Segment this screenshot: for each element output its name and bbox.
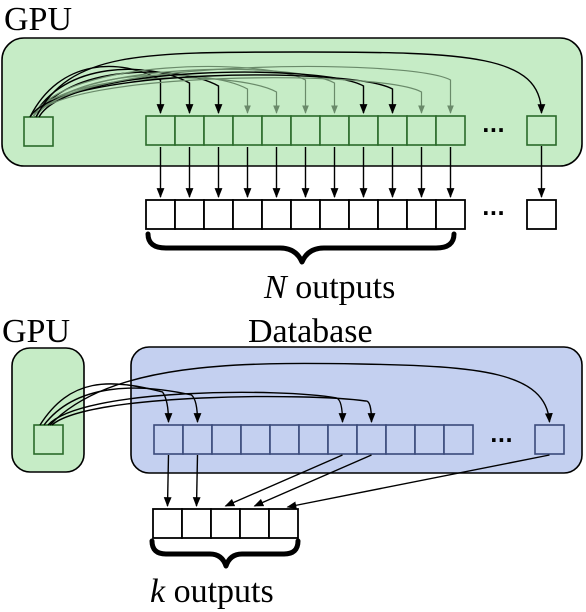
bottom-lookup-arrows <box>39 362 553 426</box>
bottom-database-cell <box>298 424 329 455</box>
top-output-cell <box>232 199 263 230</box>
bottom-outputs-var: k <box>150 573 166 610</box>
bottom-lookup-arrow <box>47 391 347 426</box>
top-scatter-arrow <box>35 68 338 118</box>
top-output-cell <box>435 199 466 230</box>
top-source-cell <box>23 116 54 147</box>
top-gpu-last-cell <box>526 115 557 146</box>
top-scatter-arrow <box>29 77 280 118</box>
top-scatter-arrow <box>35 51 546 118</box>
bottom-output-cell <box>210 508 241 539</box>
top-output-cell <box>377 199 408 230</box>
bottom-database-cell <box>269 424 300 455</box>
top-scatter-arrow <box>32 68 194 118</box>
top-scatter-arrow <box>32 77 425 118</box>
top-output-cell <box>261 199 292 230</box>
top-gpu-ellipsis: ··· <box>482 118 505 142</box>
bottom-database-cell <box>356 424 387 455</box>
top-gpu-cell <box>377 115 408 146</box>
bottom-gather-arrow <box>286 454 550 510</box>
top-outputs-label: N outputs <box>263 269 395 306</box>
bottom-database-cell-row <box>153 424 474 455</box>
bottom-gpu-region <box>11 347 85 473</box>
top-output-cell <box>348 199 379 230</box>
bottom-outputs-word: outputs <box>165 573 274 610</box>
top-output-cell-row <box>145 199 466 230</box>
bottom-output-cell <box>268 508 299 539</box>
top-output-cell <box>290 199 321 230</box>
top-gpu-cell <box>232 115 263 146</box>
top-output-cell <box>145 199 176 230</box>
top-gpu-cell <box>290 115 321 146</box>
bottom-database-cell <box>443 424 474 455</box>
bottom-database-cell <box>153 424 184 455</box>
top-gpu-label: GPU <box>4 1 72 38</box>
bottom-lookup-arrow <box>49 362 553 426</box>
bottom-output-cell <box>181 508 212 539</box>
top-gpu-cell <box>435 115 466 146</box>
top-output-ellipsis: ··· <box>482 201 505 225</box>
top-gpu-cell <box>348 115 379 146</box>
bottom-output-cell-row <box>152 508 299 539</box>
top-gpu-cell-row <box>145 115 466 146</box>
bottom-database-cell <box>182 424 213 455</box>
top-gpu-cell <box>145 115 176 146</box>
bottom-output-cell <box>152 508 183 539</box>
top-outputs-var: N <box>263 269 289 306</box>
bottom-output-cell <box>239 508 270 539</box>
top-copy-arrows <box>156 146 546 198</box>
top-gpu-cell <box>319 115 350 146</box>
bottom-database-ellipsis: ··· <box>490 428 513 452</box>
top-output-cell <box>203 199 234 230</box>
bottom-gather-arrow <box>163 454 172 507</box>
top-gpu-cell <box>261 115 292 146</box>
bottom-lookup-arrow <box>43 387 202 426</box>
bottom-database-cell <box>327 424 358 455</box>
top-gpu-region <box>1 37 583 167</box>
bottom-gather-arrow <box>192 454 201 507</box>
top-output-cell <box>406 199 437 230</box>
bottom-gather-arrows <box>163 454 550 510</box>
top-scatter-arrows <box>29 51 546 118</box>
top-outputs-brace <box>145 231 457 265</box>
top-gpu-cell <box>174 115 205 146</box>
bottom-database-cell <box>385 424 416 455</box>
bottom-outputs-brace <box>149 538 301 569</box>
bottom-database-cell <box>414 424 445 455</box>
top-output-cell <box>319 199 350 230</box>
bottom-gather-arrow <box>224 454 343 507</box>
bottom-outputs-label: k outputs <box>150 573 274 610</box>
top-gpu-cell <box>406 115 437 146</box>
bottom-source-cell <box>33 424 64 455</box>
bottom-database-last-cell <box>534 424 565 455</box>
bottom-database-label: Database <box>248 313 373 350</box>
top-output-cell <box>174 199 205 230</box>
top-outputs-word: outputs <box>287 269 396 306</box>
bottom-lookup-arrow <box>51 395 376 426</box>
bottom-database-cell <box>211 424 242 455</box>
top-scatter-arrow <box>35 65 454 118</box>
bottom-database-cell <box>240 424 271 455</box>
top-gpu-cell <box>203 115 234 146</box>
top-output-last-cell <box>526 199 557 230</box>
bottom-gpu-label: GPU <box>2 313 70 350</box>
bottom-gather-arrow <box>253 454 372 507</box>
